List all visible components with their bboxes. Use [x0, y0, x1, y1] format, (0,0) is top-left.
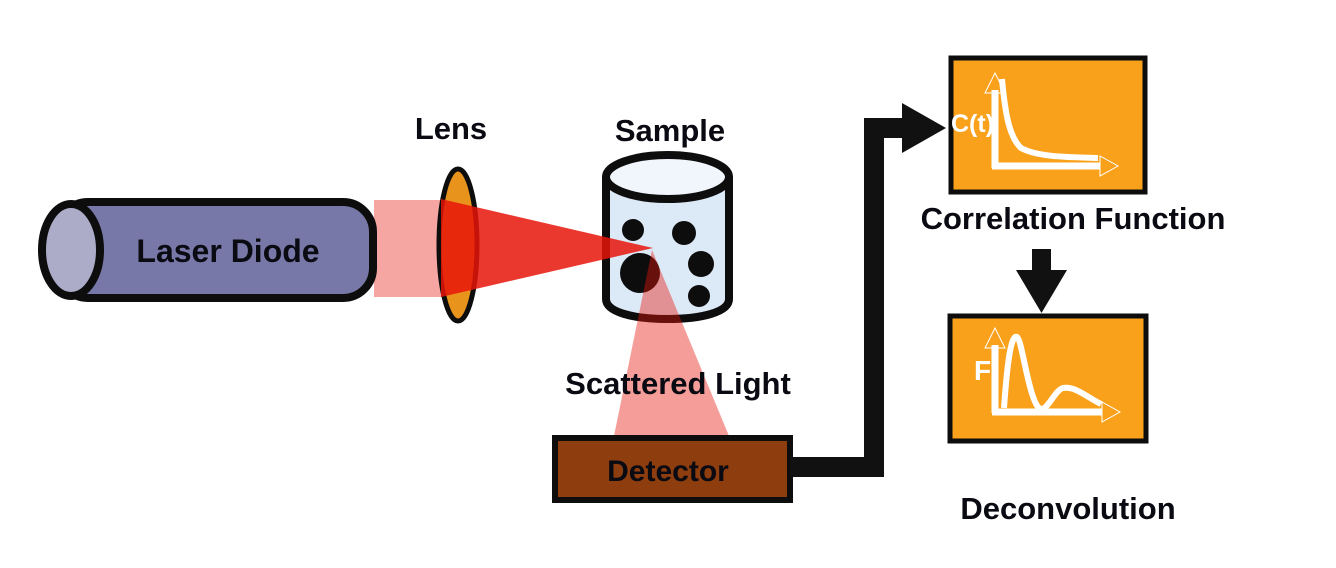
detector: Detector — [552, 435, 793, 503]
deconvolution: F Deconvolution — [947, 313, 1176, 526]
lens-label: Lens — [415, 111, 487, 146]
sample-label: Sample — [615, 113, 725, 148]
laser-diode-label: Laser Diode — [136, 233, 319, 269]
deconvolution-box — [947, 313, 1149, 444]
scattered-light-label: Scattered Light — [565, 366, 791, 401]
particle-dot — [620, 253, 660, 293]
deconvolution-axis-label: F — [974, 355, 991, 386]
flow-down-arrow-shaft — [1032, 249, 1051, 274]
correlation-caption: Correlation Function — [921, 201, 1226, 236]
deconvolution-y-arrow-icon — [984, 326, 1006, 349]
deconvolution-caption: Deconvolution — [960, 491, 1175, 526]
signal-arrowhead-icon — [902, 103, 946, 153]
scattered-light-cone — [614, 250, 729, 436]
signal-connector-line — [790, 118, 904, 477]
focused-beam — [441, 199, 653, 297]
correlation-axis-label: C(t) — [951, 110, 994, 138]
particle-dot — [688, 285, 710, 307]
laser-diode: Laser Diode — [38, 198, 377, 302]
deconvolution-graph-icon: F — [974, 326, 1122, 423]
sample-vessel: Sample — [602, 113, 733, 323]
particle-dot — [672, 221, 696, 245]
flow-down-arrowhead — [1016, 270, 1067, 313]
sample-vessel-top — [602, 151, 733, 203]
correlation-function: C(t) Correlation Function — [921, 55, 1226, 236]
correlation-box — [948, 55, 1148, 195]
flow-down-arrow-icon — [1016, 249, 1067, 313]
detector-box — [552, 435, 793, 503]
detector-label: Detector — [607, 455, 729, 488]
correlation-decay-curve — [999, 78, 1099, 161]
correlation-graph-icon: C(t) — [951, 71, 1120, 177]
laser-diode-cap — [38, 200, 104, 300]
correlation-x-arrow-icon — [1099, 155, 1120, 177]
deconvolution-x-arrow-icon — [1101, 401, 1122, 423]
deconvolution-distribution-curve — [1001, 333, 1103, 412]
particle-dot — [622, 219, 644, 241]
signal-connector — [790, 103, 946, 477]
particle-dot — [688, 251, 714, 277]
